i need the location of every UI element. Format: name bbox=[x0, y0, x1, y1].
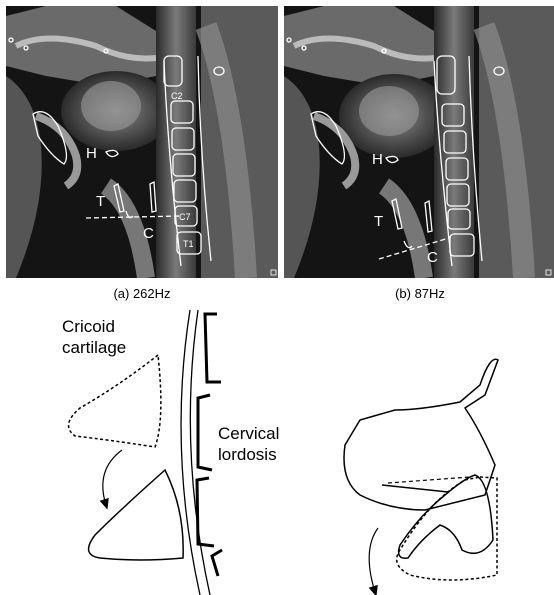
cricoid-cartilage-label: Cricoid cartilage bbox=[62, 316, 172, 358]
vocal-fold-line bbox=[382, 485, 448, 492]
label-cricoid-a: C bbox=[143, 225, 154, 242]
vocal-fold-line-dashed bbox=[388, 477, 470, 483]
lordosis-label-line2: lordosis bbox=[218, 444, 328, 465]
label-hyoid-b: H bbox=[372, 151, 383, 168]
caption-b: (b) 87Hz bbox=[320, 286, 520, 301]
label-t1-a: T1 bbox=[183, 239, 194, 249]
cricoid-outline-dashed bbox=[69, 355, 161, 447]
label-hyoid-a: H bbox=[86, 145, 97, 162]
label-c7-a: C7 bbox=[179, 212, 191, 222]
mri-image-b: H T C bbox=[284, 6, 554, 278]
vertebra-bracket bbox=[212, 550, 222, 576]
mri-panel-a: H T C C2 C7 T1 bbox=[6, 6, 278, 278]
cervical-lordosis-label: Cervical lordosis bbox=[218, 423, 328, 465]
cricoid-outline-solid-right bbox=[399, 475, 493, 558]
vertebra-bracket bbox=[205, 314, 221, 382]
label-c2-a: C2 bbox=[171, 91, 183, 101]
thyroid-outline bbox=[344, 359, 498, 510]
cricoid-label-line2: cartilage bbox=[62, 337, 172, 358]
label-thyroid-b: T bbox=[374, 213, 383, 230]
label-cricoid-b: C bbox=[427, 249, 438, 266]
cricoid-label-line1: Cricoid bbox=[62, 316, 172, 337]
vertebra-bracket bbox=[198, 395, 212, 470]
tilt-arrow bbox=[369, 528, 378, 592]
lordosis-label-line1: Cervical bbox=[218, 423, 328, 444]
mri-panel-b: H T C bbox=[284, 6, 554, 278]
label-thyroid-a: T bbox=[96, 193, 105, 210]
right-schematic bbox=[344, 359, 498, 592]
caption-a: (a) 262Hz bbox=[42, 286, 242, 301]
mri-image-a: H T C C2 C7 T1 bbox=[6, 6, 278, 278]
displacement-arrow bbox=[103, 450, 122, 505]
